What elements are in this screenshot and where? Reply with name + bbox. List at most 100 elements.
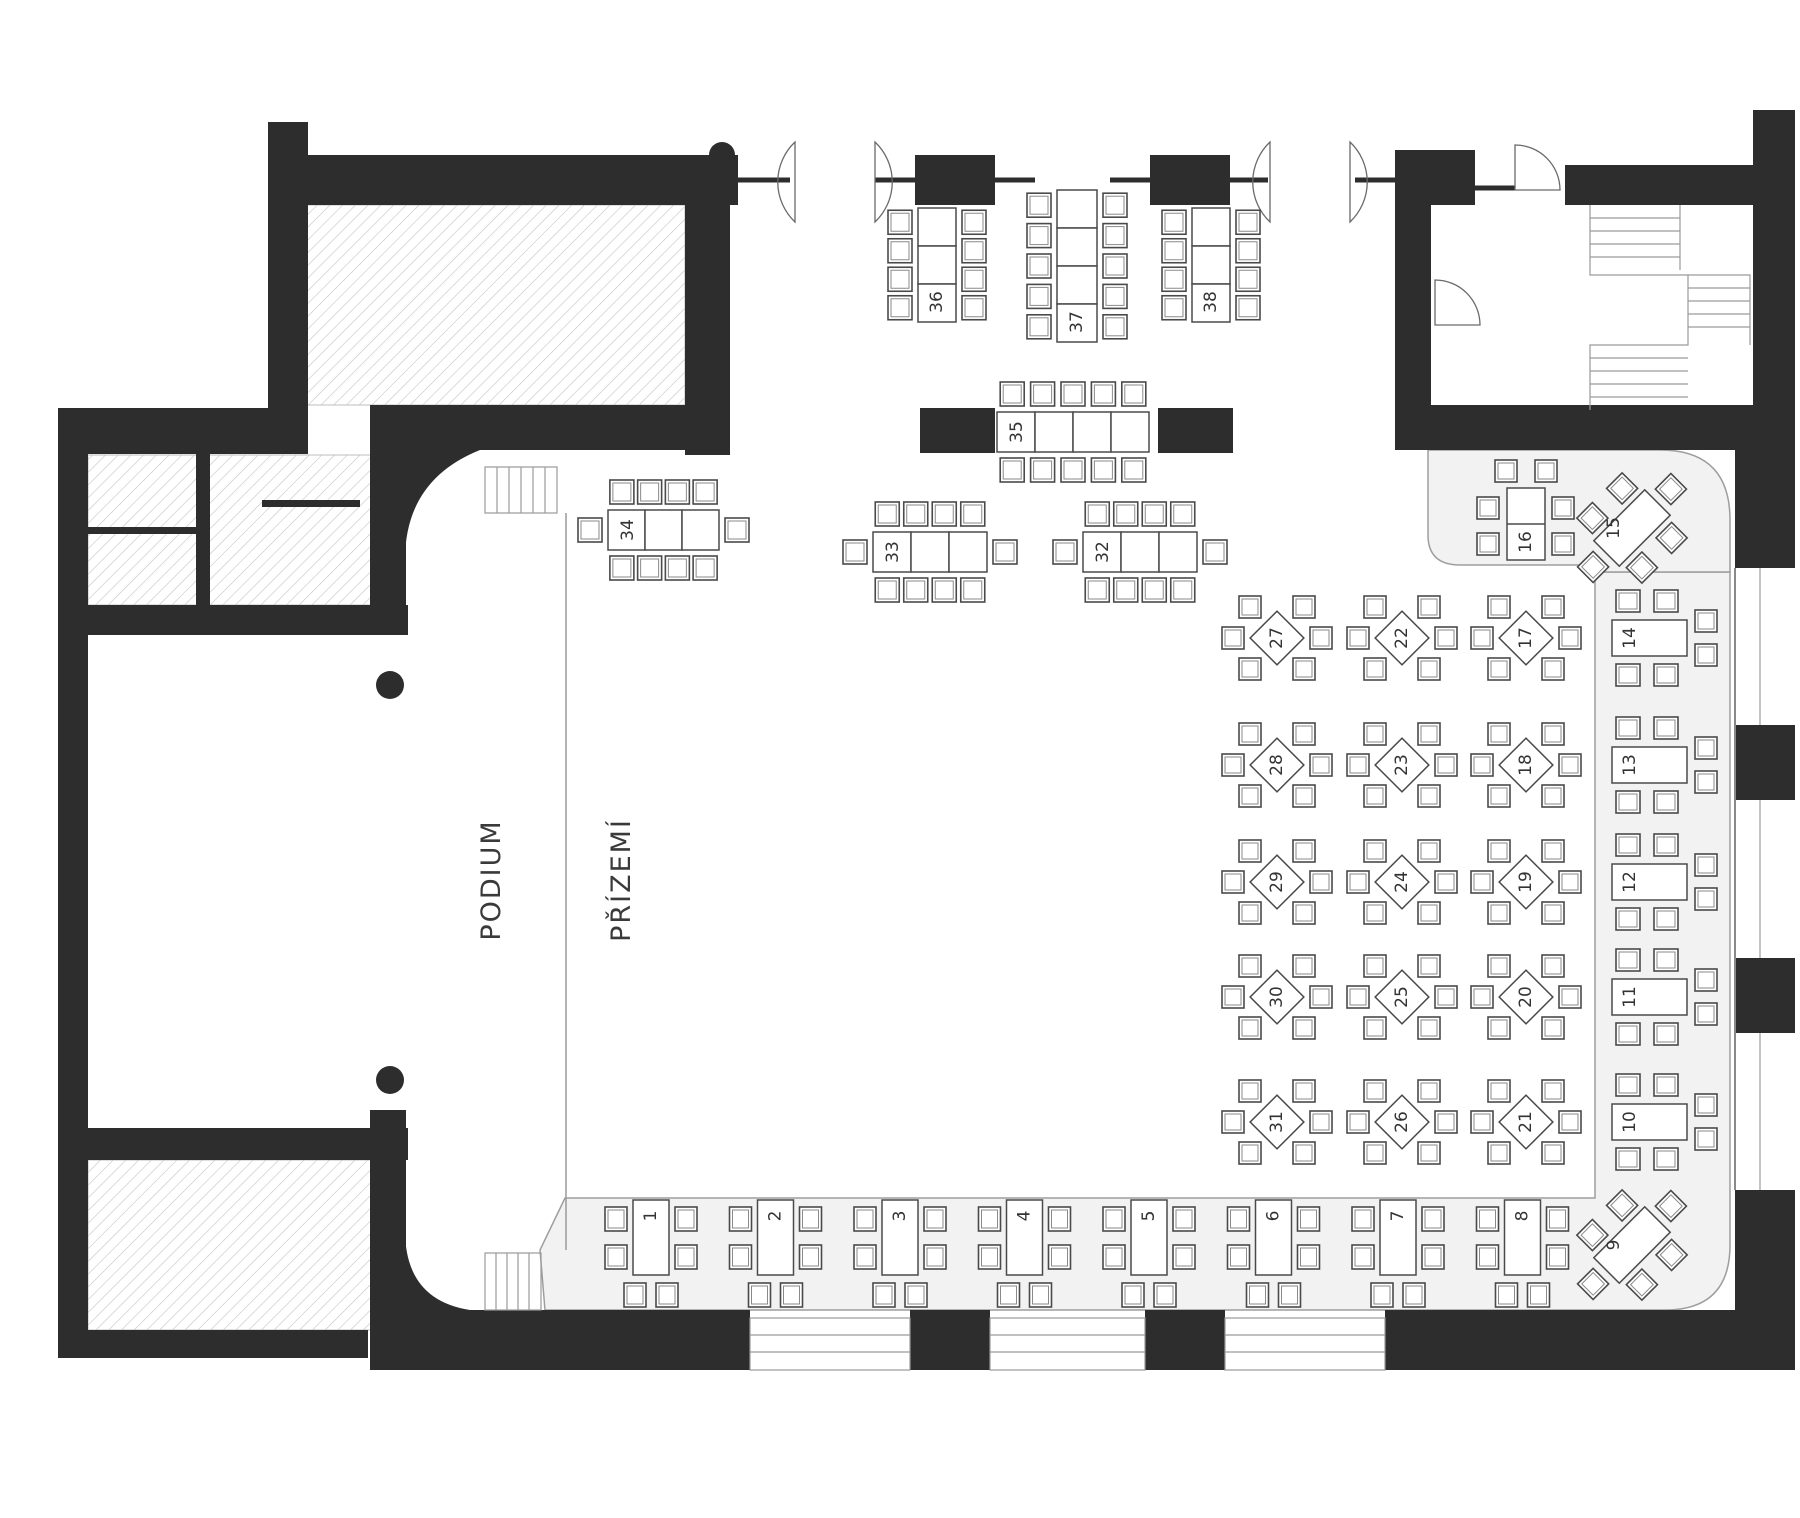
table-30[interactable]: 30: [1221, 954, 1333, 1040]
table-38[interactable]: 38: [1161, 207, 1261, 323]
table-9[interactable]: 9: [1553, 1166, 1711, 1324]
chair: [1346, 870, 1370, 894]
table-top: [1191, 283, 1231, 323]
table-26[interactable]: 26: [1346, 1079, 1458, 1165]
chair: [1102, 313, 1128, 340]
table-top: [1082, 531, 1122, 573]
table-17[interactable]: 17: [1470, 595, 1582, 681]
table-top: [910, 531, 950, 573]
chair: [1653, 1073, 1679, 1097]
chair: [1060, 457, 1086, 483]
chair: [1545, 1244, 1570, 1270]
walls: [58, 110, 1795, 1370]
table-number: 13: [1620, 754, 1640, 776]
chair: [1292, 595, 1316, 619]
table-15[interactable]: 15: [1553, 449, 1711, 607]
chair: [1417, 839, 1441, 863]
chair: [1102, 253, 1128, 279]
table-33[interactable]: 33: [842, 501, 1018, 603]
chair: [1576, 1267, 1610, 1301]
table-16[interactable]: 16: [1476, 459, 1575, 561]
table-11[interactable]: 11: [1611, 948, 1718, 1046]
table-number: 34: [618, 519, 638, 541]
chair: [1653, 716, 1679, 740]
table-18[interactable]: 18: [1470, 722, 1582, 808]
table-number: 38: [1201, 291, 1221, 313]
stairs: [484, 205, 1751, 1371]
chair: [1654, 1189, 1688, 1223]
table-8[interactable]: 8: [1475, 1199, 1570, 1308]
chair: [923, 1244, 947, 1270]
table-31[interactable]: 31: [1221, 1079, 1333, 1165]
table-36[interactable]: 36: [887, 207, 987, 323]
chair: [931, 577, 958, 603]
table-number: 10: [1620, 1111, 1640, 1133]
chair: [1526, 1282, 1551, 1308]
table-19[interactable]: 19: [1470, 839, 1582, 925]
table-32[interactable]: 32: [1052, 501, 1228, 603]
table-14[interactable]: 14: [1611, 589, 1718, 687]
table-22[interactable]: 22: [1346, 595, 1458, 681]
table-top: [1120, 531, 1160, 573]
table-number: 2: [766, 1211, 786, 1222]
chair: [1363, 1079, 1387, 1103]
table-24[interactable]: 24: [1346, 839, 1458, 925]
chair: [1653, 1147, 1679, 1171]
table-4[interactable]: 4: [977, 1199, 1072, 1308]
chair: [961, 237, 987, 264]
table-27[interactable]: 27: [1221, 595, 1333, 681]
table-28[interactable]: 28: [1221, 722, 1333, 808]
table-35[interactable]: 35: [996, 381, 1150, 483]
chair: [609, 479, 635, 505]
table-3[interactable]: 3: [853, 1199, 947, 1308]
chair: [1245, 1282, 1270, 1308]
chair: [931, 501, 958, 527]
chair: [1417, 722, 1441, 746]
table-top: [917, 283, 957, 323]
table-23[interactable]: 23: [1346, 722, 1458, 808]
chair: [1654, 1238, 1689, 1272]
chair: [1309, 1110, 1333, 1134]
chair: [636, 555, 663, 581]
table-number: 19: [1516, 871, 1536, 893]
table-12[interactable]: 12: [1611, 833, 1718, 931]
table-10[interactable]: 10: [1611, 1073, 1718, 1171]
table-7[interactable]: 7: [1351, 1199, 1445, 1308]
chair: [1102, 222, 1128, 249]
chair: [1421, 1206, 1445, 1232]
chair: [1102, 283, 1128, 310]
table-25[interactable]: 25: [1346, 954, 1458, 1040]
chair: [1292, 839, 1316, 863]
table-top: [1611, 863, 1688, 901]
chair: [1235, 294, 1261, 321]
chair: [1494, 1282, 1519, 1308]
table-29[interactable]: 29: [1221, 839, 1333, 925]
table-13[interactable]: 13: [1611, 716, 1718, 814]
table-2[interactable]: 2: [728, 1199, 823, 1308]
table-number: 4: [1015, 1211, 1035, 1222]
chair: [1112, 577, 1139, 603]
chair: [1238, 1079, 1262, 1103]
table-34[interactable]: 34: [577, 479, 750, 581]
table-21[interactable]: 21: [1470, 1079, 1582, 1165]
table-20[interactable]: 20: [1470, 954, 1582, 1040]
chair: [1541, 657, 1565, 681]
table-37[interactable]: 37: [1026, 189, 1128, 343]
chair: [1470, 1110, 1494, 1134]
table-top: [1158, 531, 1198, 573]
table-top: [644, 509, 683, 551]
table-top: [1110, 411, 1150, 453]
table-5[interactable]: 5: [1102, 1199, 1196, 1308]
chair: [1346, 626, 1370, 650]
table-top: [1005, 1199, 1044, 1276]
chair: [1654, 521, 1689, 555]
chair: [1296, 1206, 1321, 1232]
table-top: [1374, 1094, 1430, 1150]
chair: [604, 1244, 628, 1270]
chair: [798, 1244, 823, 1270]
chair: [1346, 985, 1370, 1009]
chair: [1534, 459, 1558, 483]
table-1[interactable]: 1: [604, 1199, 698, 1308]
table-top: [1191, 245, 1231, 285]
table-6[interactable]: 6: [1226, 1199, 1321, 1308]
